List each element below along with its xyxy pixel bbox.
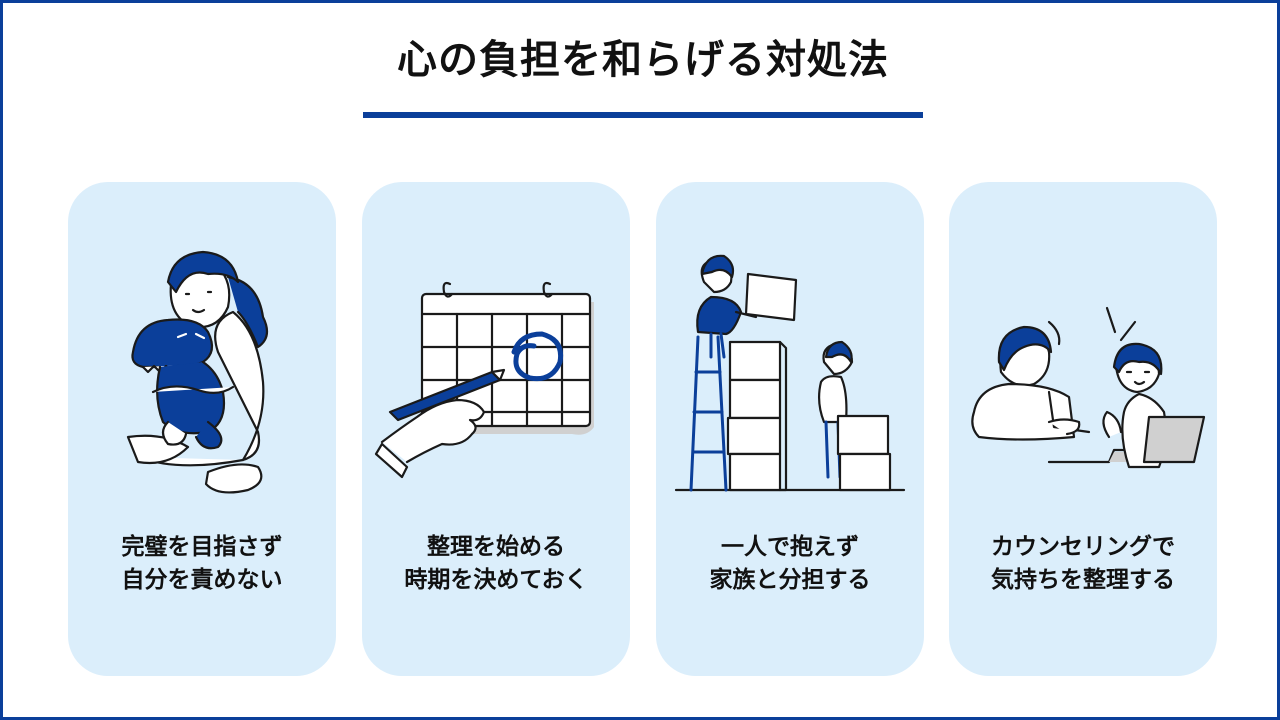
- page-title: 心の負担を和らげる対処法: [397, 37, 889, 83]
- counseling-conversation-icon: [971, 306, 1206, 469]
- card-label-line2: 時期を決めておく: [404, 567, 588, 593]
- card-counseling: カウンセリングで 気持ちを整理する: [949, 182, 1217, 676]
- card-label: カウンセリングで 気持ちを整理する: [949, 531, 1217, 597]
- card-schedule: 整理を始める 時期を決めておく: [362, 182, 630, 676]
- card-label-line2: 自分を責めない: [121, 567, 283, 593]
- card-label: 一人で抱えず 家族と分担する: [656, 531, 924, 597]
- card-label-line1: 完璧を目指さず: [121, 534, 283, 560]
- woman-hugging-dinosaur-plush-icon: [126, 250, 269, 494]
- card-label-line1: 整理を始める: [427, 534, 565, 560]
- calendar-with-pen-icon: [374, 281, 594, 479]
- card-label-line1: 一人で抱えず: [721, 534, 859, 560]
- people-moving-boxes-icon: [674, 254, 906, 492]
- card-perfectionism: 完璧を目指さず 自分を責めない: [68, 182, 336, 676]
- card-label-line1: カウンセリングで: [991, 534, 1175, 560]
- title-underline: [363, 112, 923, 118]
- card-label: 整理を始める 時期を決めておく: [362, 531, 630, 597]
- card-label-line2: 家族と分担する: [709, 567, 871, 593]
- card-label: 完璧を目指さず 自分を責めない: [68, 531, 336, 597]
- card-label-line2: 気持ちを整理する: [991, 567, 1175, 593]
- card-share-family: 一人で抱えず 家族と分担する: [656, 182, 924, 676]
